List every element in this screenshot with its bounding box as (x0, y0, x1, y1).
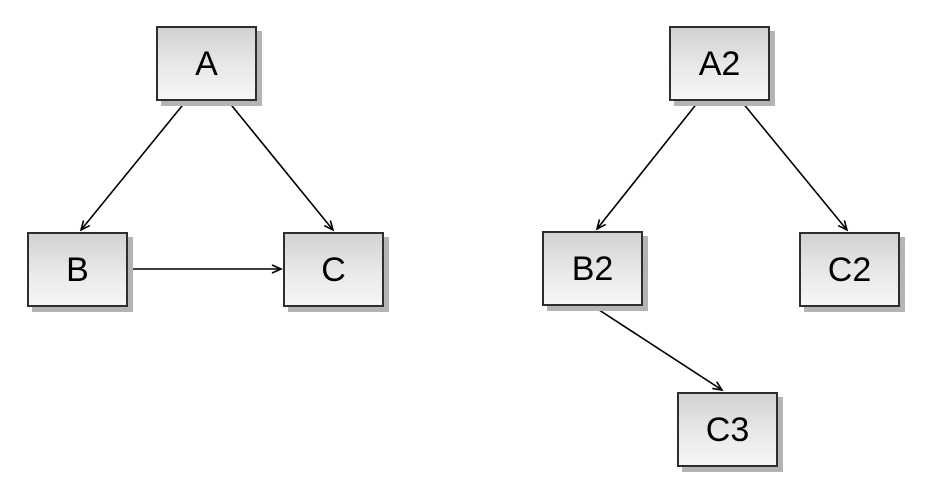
edge-b2-to-c3 (592, 305, 724, 392)
node-c3-label: C3 (705, 410, 750, 449)
node-a: A (156, 26, 257, 101)
node-a2-label: A2 (698, 44, 741, 83)
node-a2: A2 (669, 26, 770, 101)
node-b2: B2 (542, 231, 643, 306)
node-b: B (27, 232, 128, 307)
node-c3: C3 (677, 392, 778, 467)
edge-a2-to-b2 (595, 101, 699, 231)
edge-a-to-b (79, 100, 187, 232)
node-a-label: A (195, 44, 218, 83)
node-b2-label: B2 (571, 249, 614, 288)
node-c2-label: C2 (827, 250, 872, 289)
edge-a2-to-c2 (741, 101, 849, 232)
edge-a-to-c (227, 100, 335, 232)
node-c-label: C (321, 250, 346, 289)
node-c2: C2 (799, 232, 900, 307)
node-c: C (283, 232, 384, 307)
node-b-label: B (66, 250, 89, 289)
